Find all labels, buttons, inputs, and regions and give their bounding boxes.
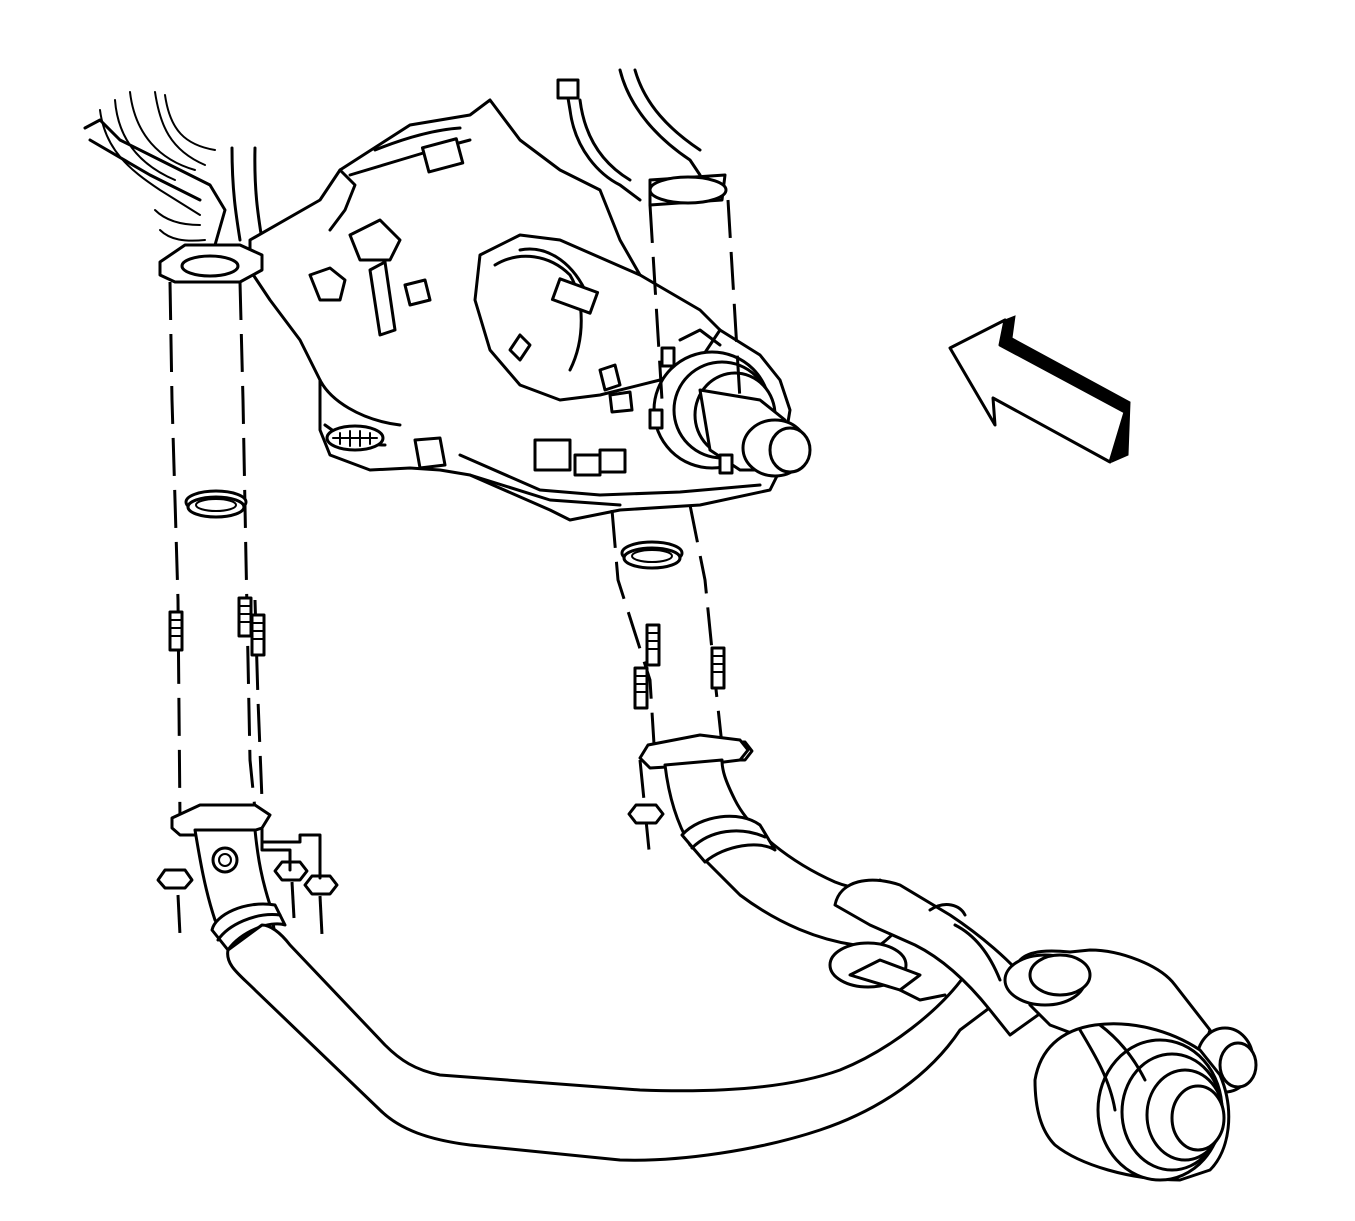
wiring-harness-right bbox=[556, 68, 702, 202]
wiring-harness-left bbox=[83, 91, 227, 262]
view-direction-arrow-icon bbox=[948, 315, 1131, 464]
y-pipe-assembly bbox=[170, 733, 1047, 1162]
left-manifold-studs bbox=[168, 596, 266, 657]
right-manifold-studs bbox=[633, 623, 726, 710]
left-exhaust-manifold bbox=[158, 243, 264, 821]
right-flange-gasket bbox=[620, 540, 684, 570]
left-flange-gasket bbox=[184, 489, 248, 519]
catalytic-converters bbox=[1003, 948, 1258, 1182]
right-exhaust-pipe bbox=[610, 173, 742, 861]
transmission bbox=[248, 98, 812, 522]
